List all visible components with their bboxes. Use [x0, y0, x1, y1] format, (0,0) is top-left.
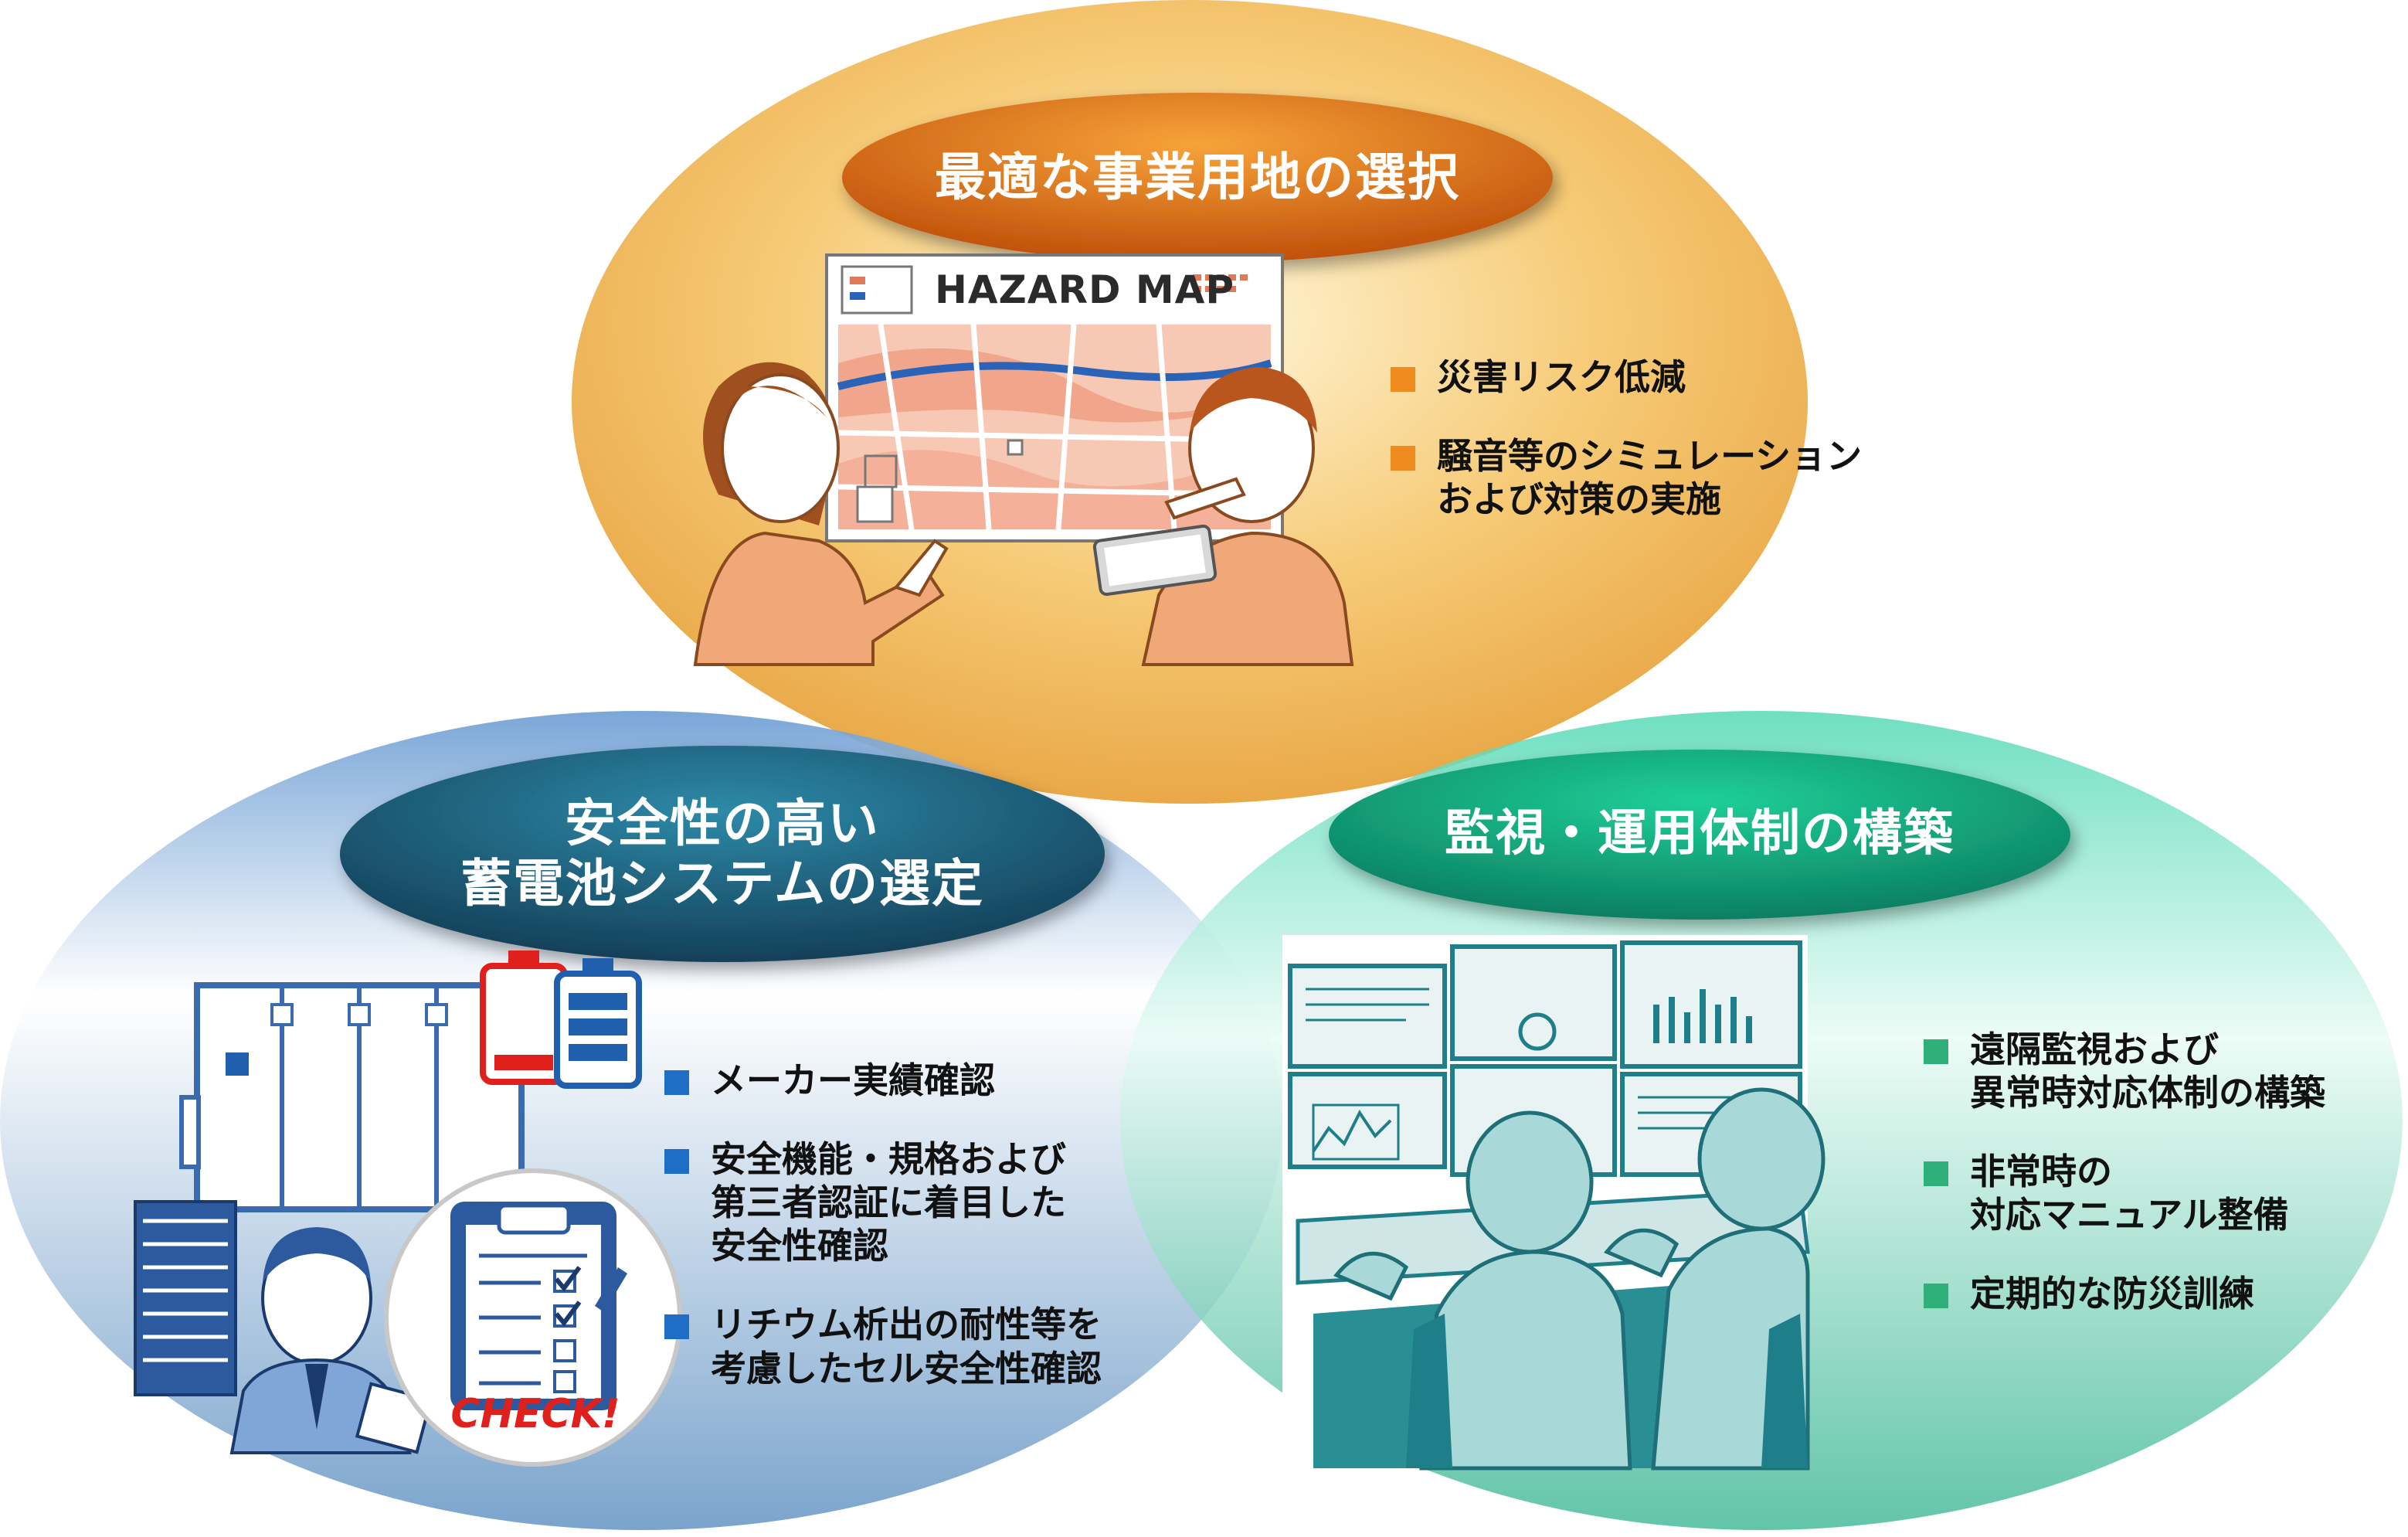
left-bullet-2-line-1: 安全機能・規格および: [711, 1138, 1066, 1181]
left-bullet-2-line-3: 安全性確認: [711, 1225, 888, 1267]
left-bullet-3-line-2: 考慮したセル安全性確認: [711, 1347, 1102, 1389]
battery-full-icon: [554, 958, 642, 1089]
battery-cabinet-icon: [179, 982, 525, 1212]
check-label: CHECK!: [450, 1391, 620, 1437]
top-bullet-list: 災害リスク低減 騒音等のシミュレーション および対策の実施: [1391, 355, 1862, 556]
people-reading-hazard-map-icon: [693, 253, 1354, 666]
top-bullet-2-line-2: および対策の実施: [1437, 478, 1721, 521]
left-bullet-3: リチウム析出の耐性等を 考慮したセル安全性確認: [664, 1303, 1102, 1389]
right-title-text: 監視・運用体制の構築: [1445, 805, 1955, 863]
right-bullet-1-line-2: 異常時対応体制の構築: [1970, 1072, 2325, 1114]
top-bullet-2-line-1: 騒音等のシミュレーション: [1437, 435, 1863, 478]
battery-low-icon: [480, 950, 568, 1085]
top-title-text: 最適な事業用地の選択: [935, 148, 1460, 208]
hazard-map-label: HAZARD MAP: [935, 267, 1235, 312]
top-section-title: 最適な事業用地の選択: [842, 100, 1553, 255]
right-bullet-1-line-1: 遠隔監視および: [1970, 1029, 2219, 1070]
left-section-title: 安全性の高い 蓄電池システムの選定: [340, 750, 1105, 958]
left-title-line-1: 安全性の高い: [565, 794, 880, 854]
control-room-operators-icon: [1282, 935, 1826, 1471]
left-title-pill: [340, 746, 1105, 962]
top-bullet-1: 災害リスク低減: [1391, 355, 1862, 399]
right-bullet-list: 遠隔監視および 異常時対応体制の構築 非常時の 対応マニュアル整備 定期的な防災…: [1924, 1028, 2325, 1352]
right-bullet-2-line-1: 非常時の: [1970, 1151, 2112, 1193]
right-title-pill: [1329, 750, 2070, 920]
top-bullet-2: 騒音等のシミュレーション および対策の実施: [1391, 434, 1862, 521]
top-bullet-1-line-1: 災害リスク低減: [1437, 356, 1686, 398]
left-bullet-1-line-1: メーカー実績確認: [711, 1059, 995, 1101]
checklist-icon: [384, 1168, 682, 1467]
left-bullet-1: メーカー実績確認: [664, 1059, 1102, 1102]
left-bullet-list: メーカー実績確認 安全機能・規格および 第三者認証に着目した 安全性確認 リチウ…: [664, 1059, 1102, 1426]
left-bullet-2: 安全機能・規格および 第三者認証に着目した 安全性確認: [664, 1137, 1102, 1267]
right-bullet-1: 遠隔監視および 異常時対応体制の構築: [1924, 1028, 2325, 1114]
right-bullet-3-line-1: 定期的な防災訓練: [1970, 1273, 2254, 1315]
top-title-pill: [842, 93, 1553, 263]
right-bullet-2: 非常時の 対応マニュアル整備: [1924, 1150, 2325, 1236]
right-bullet-2-line-2: 対応マニュアル整備: [1970, 1194, 2289, 1236]
left-title-line-2: 蓄電池システムの選定: [460, 854, 985, 913]
right-bullet-3: 定期的な防災訓練: [1924, 1272, 2325, 1315]
left-bullet-3-line-1: リチウム析出の耐性等を: [711, 1304, 1102, 1346]
right-section-title: 監視・運用体制の構築: [1329, 757, 2070, 912]
left-bullet-2-line-2: 第三者認証に着目した: [711, 1182, 1066, 1224]
inspector-person-icon: [134, 1200, 433, 1454]
